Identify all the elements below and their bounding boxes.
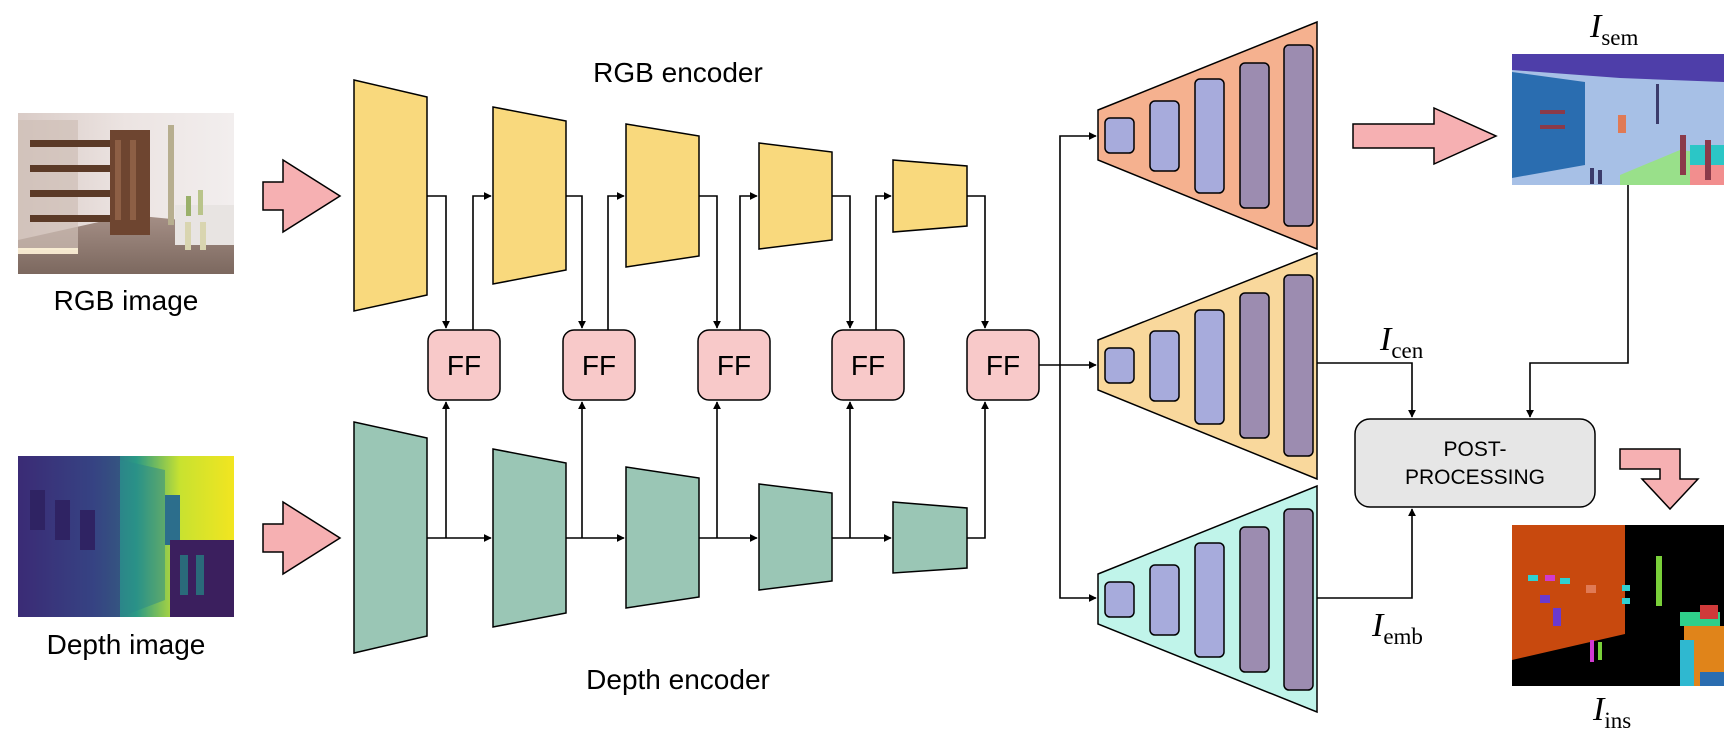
fusion-block-label: FF: [582, 350, 616, 381]
embedding-decoder: [1097, 484, 1318, 714]
fusion-block-label: FF: [447, 350, 481, 381]
depth-encoder-stage-3: [625, 466, 700, 609]
depth-encoder-label: Depth encoder: [586, 664, 770, 695]
instance-output-image: [1512, 525, 1724, 686]
embedding-output-label: Iemb: [1371, 607, 1423, 649]
center-decoder: [1097, 251, 1318, 481]
decoder-output-connections: [1317, 185, 1629, 599]
fusion-block-label: FF: [986, 350, 1020, 381]
rgb-image-label: RGB image: [54, 285, 199, 316]
rgb-encoder-stage-4: [758, 142, 833, 250]
fusion-block-label: FF: [717, 350, 751, 381]
rgb-encoder-label: RGB encoder: [593, 57, 763, 88]
fusion-block-4: FF: [831, 329, 905, 401]
post-processing-block: POST- PROCESSING: [1354, 418, 1596, 508]
instance-output-arrow: [1619, 448, 1700, 511]
depth-encoder-stage-1: [353, 421, 428, 654]
fusion-block-5: FF: [966, 329, 1040, 401]
instance-output-label: Iins: [1592, 691, 1631, 733]
rgb-encoder-stage-3: [625, 123, 700, 268]
rgb-encoder-stage-2: [492, 106, 567, 285]
rgb-encoder-stage-5: [892, 159, 968, 233]
semantic-output-arrow: [1352, 106, 1498, 166]
semantic-decoder: [1097, 20, 1318, 251]
fusion-block-label: FF: [851, 350, 885, 381]
post-processing-label-line2: PROCESSING: [1405, 466, 1545, 489]
rgb-encoder-stage-1: [353, 79, 428, 312]
depth-encoder-stage-2: [492, 448, 567, 628]
rgb-input-image: [18, 113, 234, 274]
center-output-label: Icen: [1379, 321, 1424, 363]
depth-encoder-stage-4: [758, 483, 833, 591]
encoder-connections: [427, 132, 1097, 602]
depth-encoder-stage-5: [892, 501, 968, 574]
depth-input-arrow: [262, 500, 342, 576]
rgb-input-arrow: [262, 158, 342, 234]
post-processing-label-line1: POST-: [1443, 438, 1506, 461]
depth-input-image: [18, 456, 234, 617]
semantic-output-label: Isem: [1589, 8, 1638, 50]
fusion-block-3: FF: [697, 329, 771, 401]
depth-image-label: Depth image: [47, 629, 206, 660]
semantic-output-image: [1512, 54, 1724, 185]
fusion-block-2: FF: [562, 329, 636, 401]
fusion-block-1: FF: [427, 329, 501, 401]
